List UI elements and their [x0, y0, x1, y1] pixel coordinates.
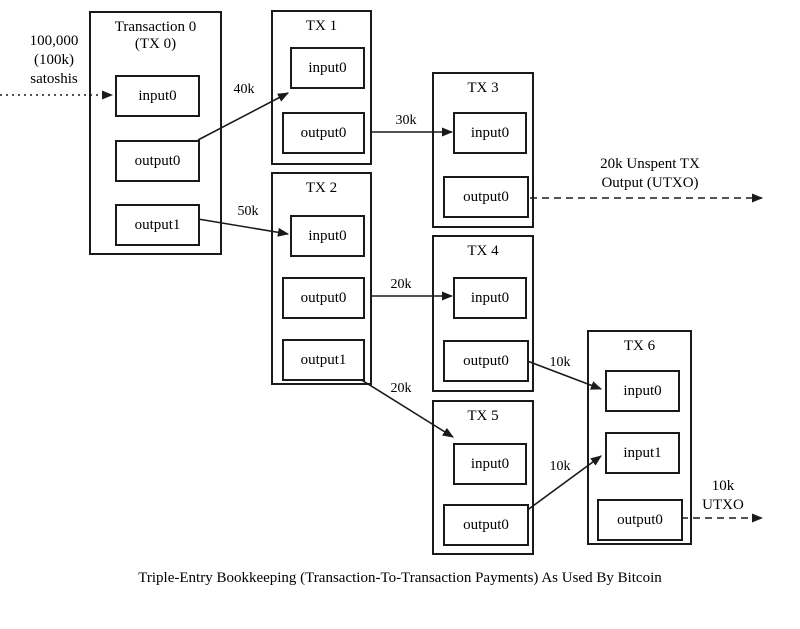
- tx4-slot-input0[interactable]: input0: [453, 277, 527, 319]
- tx6-slot-output0[interactable]: output0: [597, 499, 683, 541]
- tx2-slot-output1[interactable]: output1: [282, 339, 365, 381]
- transaction-title-tx2: TX 2: [305, 180, 338, 196]
- tx0-slot-output0[interactable]: output0: [115, 140, 200, 182]
- edge-label-20k-tx4: 20k: [390, 277, 412, 292]
- edge-label-20k-tx5: 20k: [390, 381, 412, 396]
- transaction-box-tx3[interactable]: TX 3 input0 output0: [432, 72, 534, 228]
- source-amount-note: 100,000 (100k) satoshis: [29, 33, 79, 87]
- transaction-box-tx5[interactable]: TX 5 input0 output0: [432, 400, 534, 555]
- edge-label-10k-tx6-input1: 10k: [549, 459, 571, 474]
- transaction-title-tx5: TX 5: [467, 408, 499, 424]
- transaction-box-tx0[interactable]: Transaction 0 (TX 0) input0 output0 outp…: [89, 11, 222, 255]
- tx5-slot-input0[interactable]: input0: [453, 443, 527, 485]
- tx0-slot-input0[interactable]: input0: [115, 75, 200, 117]
- tx0-slot-output1[interactable]: output1: [115, 204, 200, 246]
- tx5-slot-output0[interactable]: output0: [443, 504, 529, 546]
- edge-label-10k-tx6-input0: 10k: [549, 355, 571, 370]
- tx3-slot-input0[interactable]: input0: [453, 112, 527, 154]
- edge-label-50k: 50k: [237, 204, 259, 219]
- transaction-title-tx4: TX 4: [467, 243, 499, 259]
- transaction-title-tx3: TX 3: [467, 80, 499, 96]
- transaction-box-tx4[interactable]: TX 4 input0 output0: [432, 235, 534, 392]
- tx2-slot-input0[interactable]: input0: [290, 215, 365, 257]
- tx1-slot-input0[interactable]: input0: [290, 47, 365, 89]
- edge-label-30k: 30k: [395, 113, 417, 128]
- utxo-label-10k: 10k UTXO: [702, 478, 744, 513]
- tx6-slot-input1[interactable]: input1: [605, 432, 680, 474]
- transaction-title-tx6: TX 6: [623, 338, 656, 354]
- tx1-slot-output0[interactable]: output0: [282, 112, 365, 154]
- tx2-slot-output0[interactable]: output0: [282, 277, 365, 319]
- transaction-title-tx0: Transaction 0 (TX 0): [114, 19, 197, 53]
- utxo-label-20k: 20k Unspent TX Output (UTXO): [600, 156, 700, 191]
- tx4-slot-output0[interactable]: output0: [443, 340, 529, 382]
- transaction-title-tx1: TX 1: [305, 18, 338, 34]
- tx6-slot-input0[interactable]: input0: [605, 370, 680, 412]
- transaction-box-tx2[interactable]: TX 2 input0 output0 output1: [271, 172, 372, 385]
- transaction-box-tx6[interactable]: TX 6 input0 input1 output0: [587, 330, 692, 545]
- edge-label-40k: 40k: [233, 82, 255, 97]
- transaction-box-tx1[interactable]: TX 1 input0 output0: [271, 10, 372, 165]
- diagram-caption: Triple-Entry Bookkeeping (Transaction-To…: [138, 570, 662, 586]
- tx3-slot-output0[interactable]: output0: [443, 176, 529, 218]
